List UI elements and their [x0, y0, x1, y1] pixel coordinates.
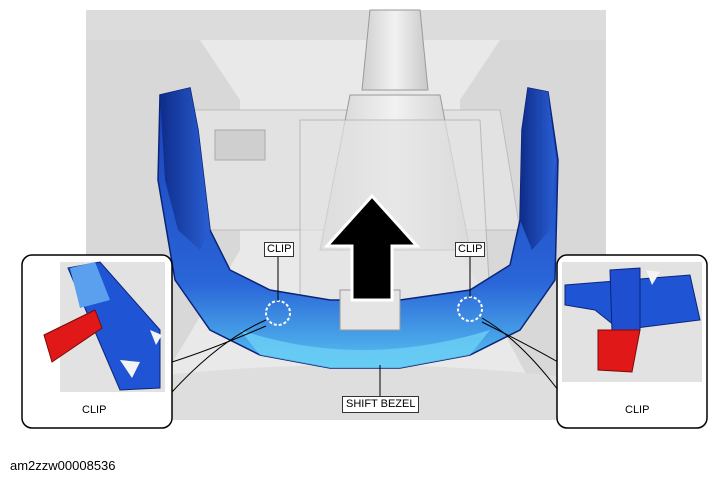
inset-right-clip-label: CLIP [625, 404, 650, 416]
shift-bezel [157, 87, 559, 369]
inset-left-clip-label: CLIP [82, 404, 107, 416]
clip-label-right: CLIP [455, 242, 486, 257]
figure-id: am2zzw00008536 [10, 458, 116, 473]
lift-direction-arrow [323, 193, 421, 302]
shift-bezel-label: SHIFT BEZEL [342, 396, 420, 413]
shift-bezel-removal-diagram [21, 9, 708, 429]
clip-detail-inset-right [556, 254, 708, 429]
clip-detail-inset-left [21, 254, 173, 429]
leader-lines [171, 256, 559, 396]
clip-label-left: CLIP [264, 242, 295, 257]
